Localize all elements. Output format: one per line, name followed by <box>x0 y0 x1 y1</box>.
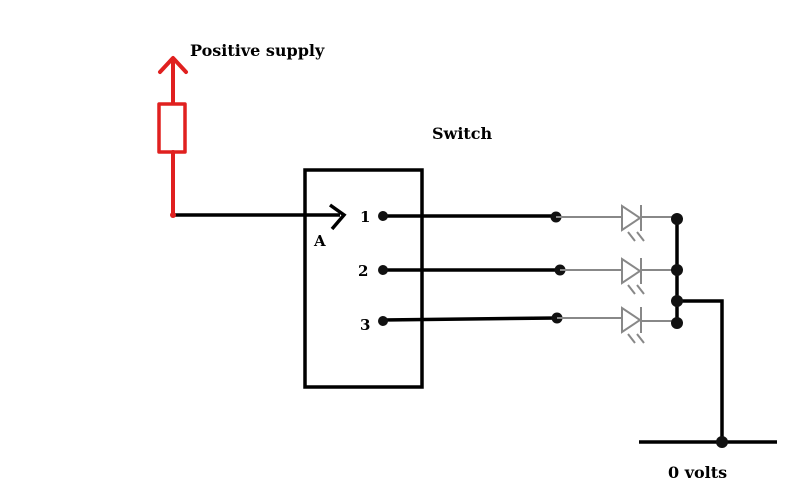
resistor <box>157 102 187 154</box>
led-2 <box>560 257 677 295</box>
output-wire-3 <box>381 316 558 322</box>
return-wire <box>677 299 724 442</box>
position-3-label: 3 <box>360 316 370 334</box>
zero-volt-junction-dot <box>716 436 728 448</box>
supply-junction-dot <box>170 212 176 218</box>
position-2-label: 2 <box>358 262 368 280</box>
positive-supply-group <box>157 56 188 216</box>
wiper-arrow <box>328 203 347 231</box>
return-wiring <box>639 217 777 444</box>
supply-arrow-head <box>158 56 188 74</box>
zero-volts-label: 0 volts <box>668 463 727 482</box>
terminal-1-dot <box>378 211 388 221</box>
output-wires <box>381 214 560 322</box>
terminal-2-dot <box>378 265 388 275</box>
bus-dots <box>671 213 728 448</box>
switch-box <box>303 168 424 389</box>
position-1-label: 1 <box>360 208 370 226</box>
led-1 <box>556 204 677 242</box>
led-3 <box>557 306 677 344</box>
positive-supply-label: Positive supply <box>190 41 325 60</box>
switch-label: Switch <box>432 124 493 143</box>
common-terminal-label: A <box>313 232 326 250</box>
terminal-3-dot <box>378 316 388 326</box>
